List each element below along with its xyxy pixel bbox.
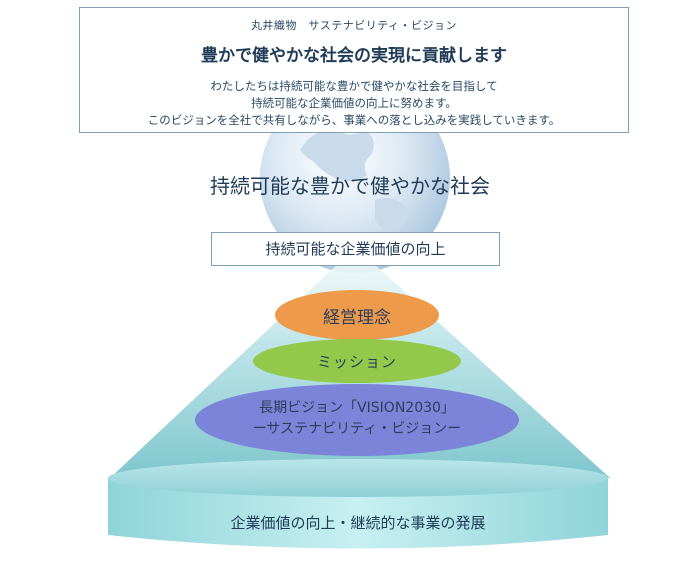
header-title: 豊かで健やかな社会の実現に貢献します (201, 46, 507, 66)
philosophy-label: 経営理念 (323, 308, 391, 328)
header-line: 持続可能な企業価値の向上に努めます。 (251, 96, 457, 110)
header-line: このビジョンを全社で共有しながら、事業への落とし込みを実践していきます。 (147, 113, 561, 127)
value-label-box: 持続可能な企業価値の向上 (211, 232, 500, 266)
header-box: 丸井織物 サステナビリティ・ビジョン 豊かで健やかな社会の実現に貢献します わた… (79, 7, 629, 133)
mission-ellipse (253, 339, 461, 383)
mission-label: ミッション (316, 353, 397, 371)
vision-label-line2: ーサステナビリティ・ビジョンー (252, 421, 462, 437)
base-label: 企業価値の向上・継続的な事業の発展 (230, 514, 486, 532)
base-platform (108, 459, 608, 549)
vision-label-line1: 長期ビジョン「VISION2030」 (259, 400, 455, 416)
header-subtitle: 丸井織物 サステナビリティ・ビジョン (250, 19, 458, 32)
vision-label: 長期ビジョン「VISION2030」 ーサステナビリティ・ビジョンー (195, 398, 519, 440)
header-line: わたしたちは持続可能な豊かで健やかな社会を目指して (210, 79, 498, 93)
header-body: わたしたちは持続可能な豊かで健やかな社会を目指して 持続可能な企業価値の向上に努… (80, 78, 628, 129)
society-label: 持続可能な豊かで健やかな社会 (210, 174, 490, 198)
vision-ellipse (195, 384, 519, 456)
philosophy-ellipse (275, 290, 439, 340)
